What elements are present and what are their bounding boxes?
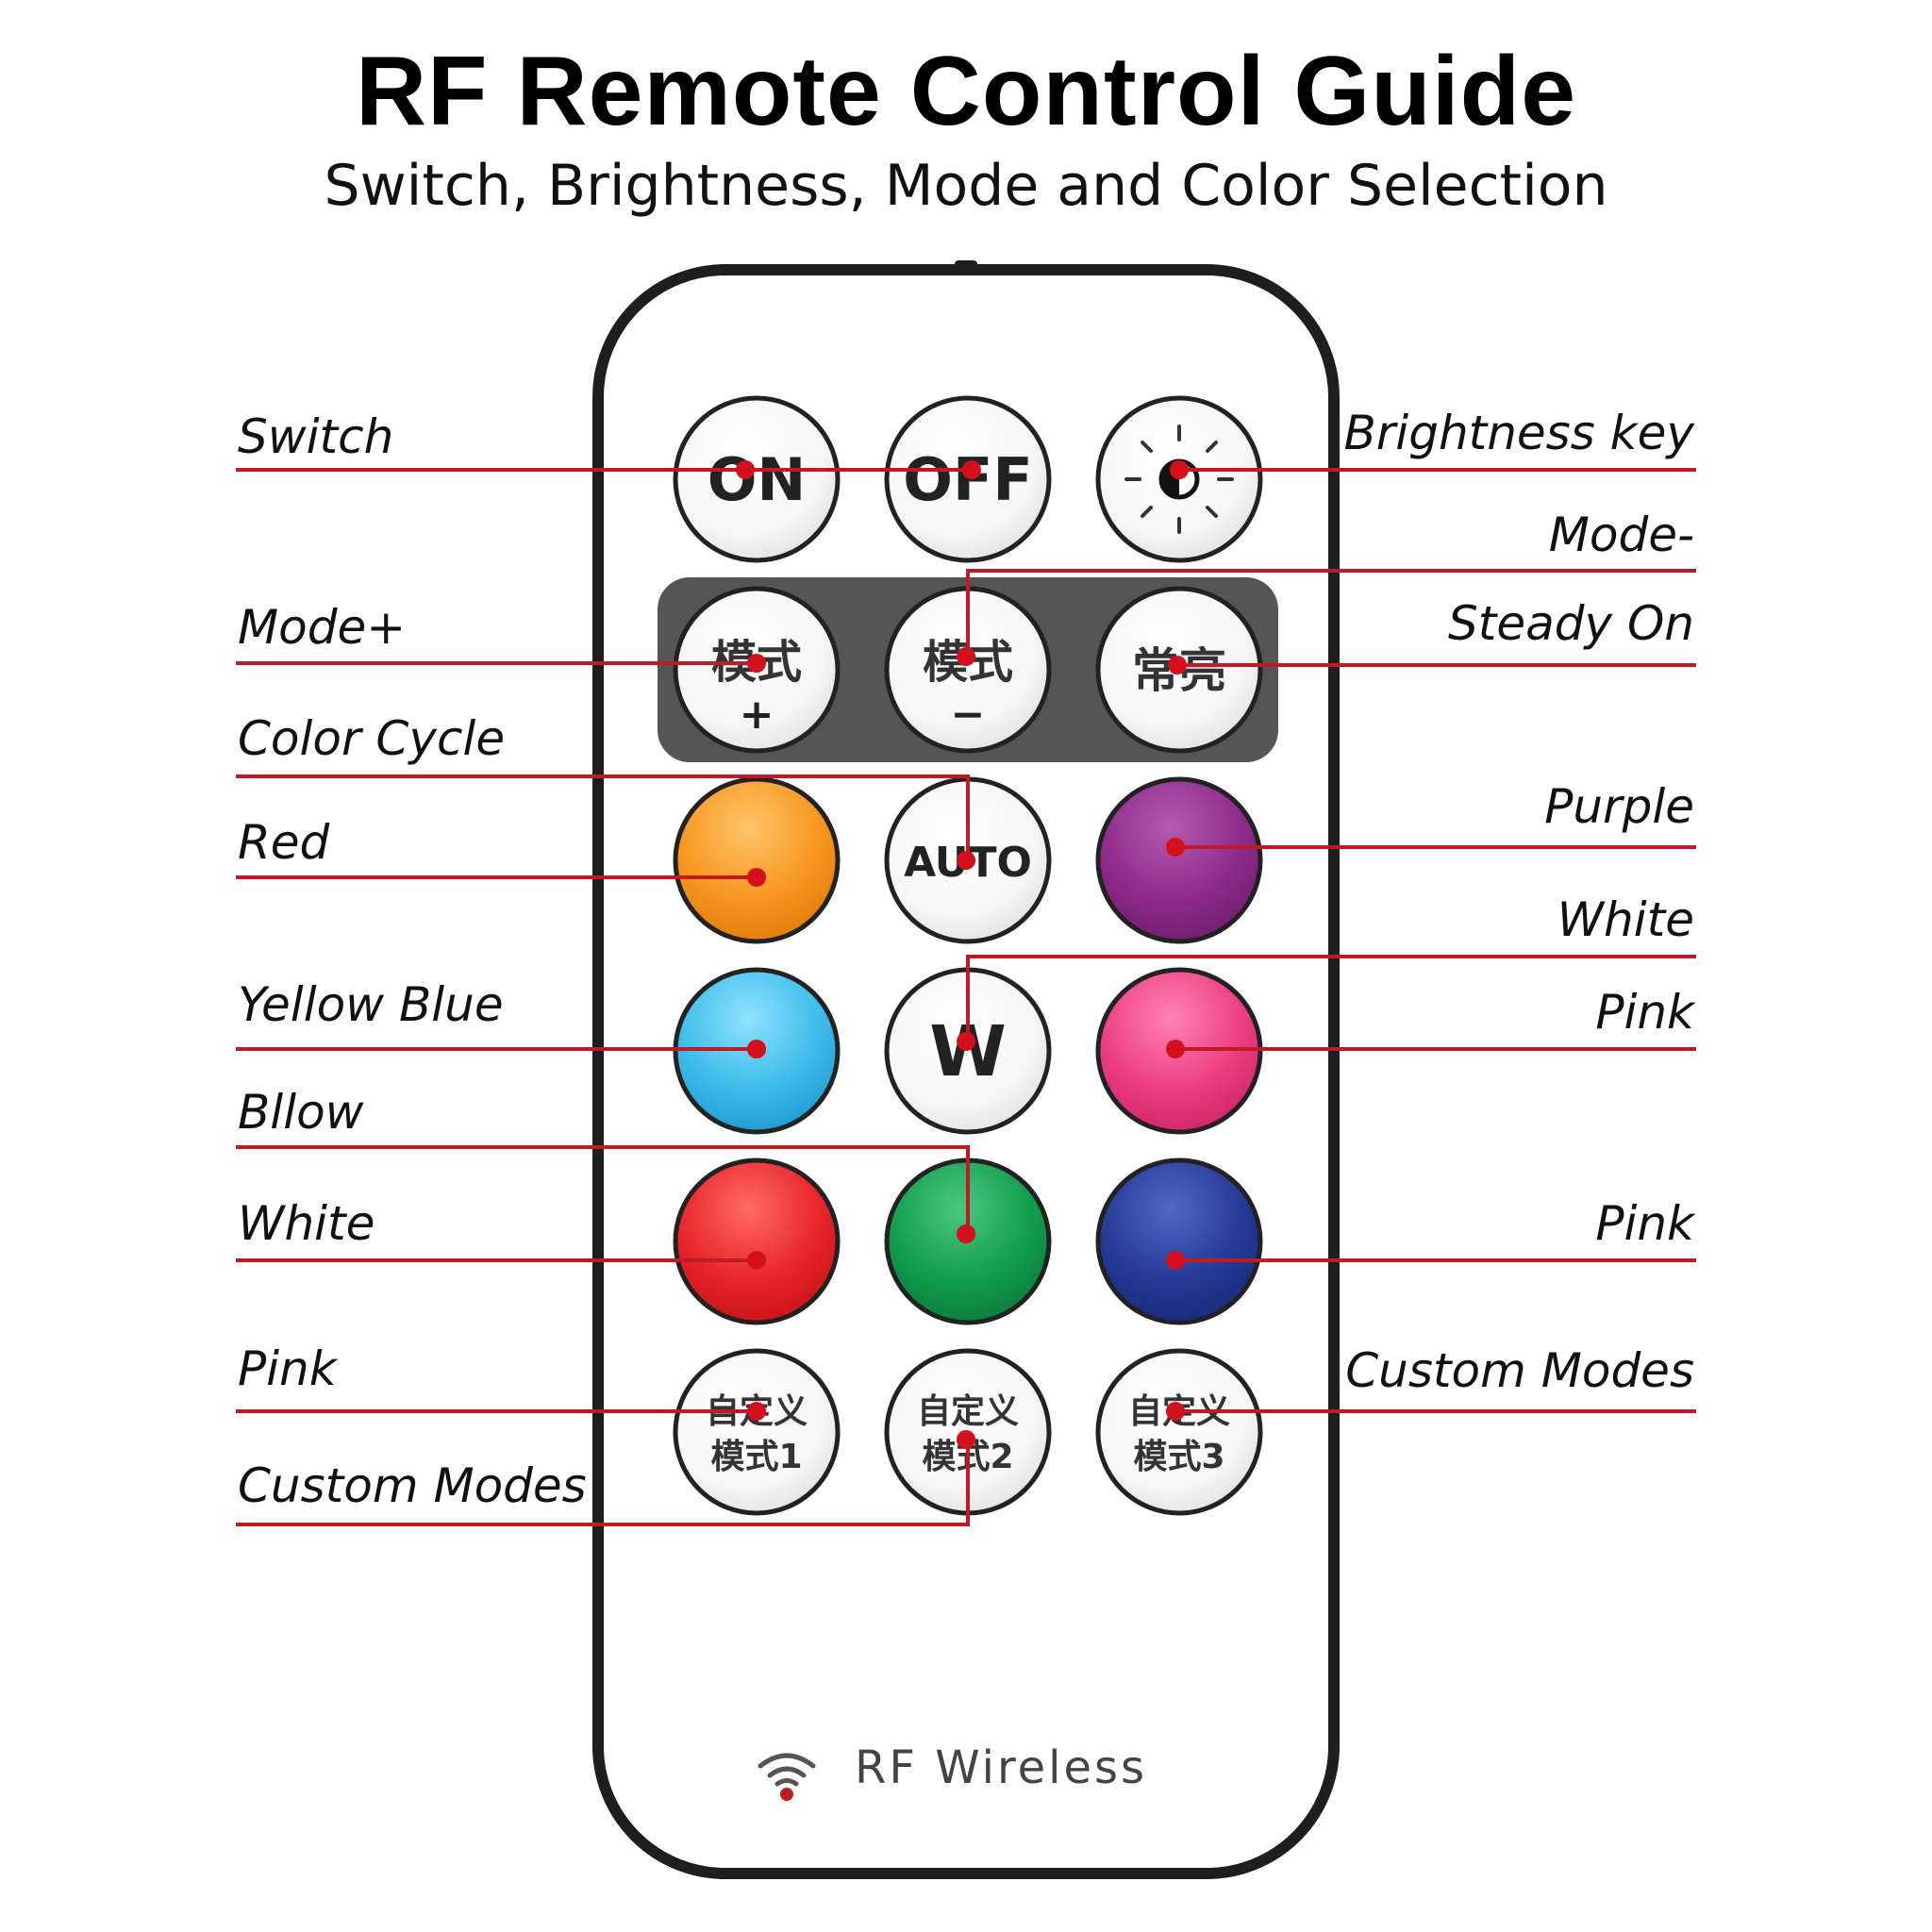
- remote-top-nub: [955, 260, 977, 270]
- orange-button[interactable]: [673, 776, 841, 944]
- label-pink-right-2: Pink: [1595, 1196, 1696, 1251]
- label-mode-plus: Mode+: [238, 600, 406, 655]
- custom-mode-1-bottom: 模式1: [710, 1438, 802, 1476]
- wifi-signal-icon: [758, 1753, 816, 1801]
- off-button[interactable]: OFF: [884, 395, 1052, 563]
- label-yellow-blue: Yellow Blue: [238, 977, 504, 1032]
- leader-dots: [736, 460, 1189, 1449]
- custom-mode-2-top: 自定义: [917, 1392, 1019, 1431]
- mode-minus-sign: −: [951, 691, 986, 739]
- on-button[interactable]: ON: [673, 395, 841, 563]
- label-steady-on: Steady On: [1448, 596, 1694, 651]
- custom-mode-3-bottom: 模式3: [1133, 1438, 1224, 1476]
- red-button[interactable]: [673, 1158, 841, 1325]
- leader-custom-left: [236, 1440, 970, 1526]
- label-white-right: White: [1557, 892, 1694, 947]
- leader-lines: [236, 468, 1696, 1526]
- leader-mode-minus: [966, 569, 1696, 657]
- page-title: RF Remote Control Guide: [355, 37, 1577, 146]
- purple-button[interactable]: [1095, 776, 1263, 944]
- label-white-left: White: [238, 1196, 375, 1251]
- custom-mode-3-button[interactable]: 自定义 模式3: [1095, 1348, 1263, 1516]
- custom-mode-1-button[interactable]: 自定义 模式1: [673, 1348, 841, 1516]
- label-custom-modes-left: Custom Modes: [238, 1458, 587, 1513]
- mode-plus-sign: +: [740, 691, 774, 739]
- label-brightness-key: Brightness key: [1343, 406, 1695, 460]
- rf-wireless-brand: RF Wireless: [855, 1741, 1147, 1794]
- page-subtitle: Switch, Brightness, Mode and Color Selec…: [324, 153, 1608, 219]
- label-purple: Purple: [1544, 779, 1694, 834]
- label-pink-right-1: Pink: [1595, 985, 1696, 1040]
- label-red: Red: [238, 815, 330, 870]
- white-w-button[interactable]: W: [884, 967, 1052, 1135]
- leader-color-cycle: [236, 774, 970, 860]
- label-custom-modes-right: Custom Modes: [1345, 1343, 1694, 1398]
- leader-bllow: [236, 1145, 970, 1234]
- dark-blue-button[interactable]: [1095, 1158, 1263, 1325]
- off-label: OFF: [903, 445, 1032, 514]
- label-pink-left: Pink: [238, 1341, 339, 1396]
- label-color-cycle: Color Cycle: [238, 711, 505, 766]
- label-switch: Switch: [238, 409, 393, 464]
- on-label: ON: [708, 445, 807, 514]
- label-mode-minus: Mode-: [1549, 508, 1694, 562]
- label-bllow: Bllow: [238, 1085, 364, 1140]
- leader-white-right: [966, 955, 1696, 1041]
